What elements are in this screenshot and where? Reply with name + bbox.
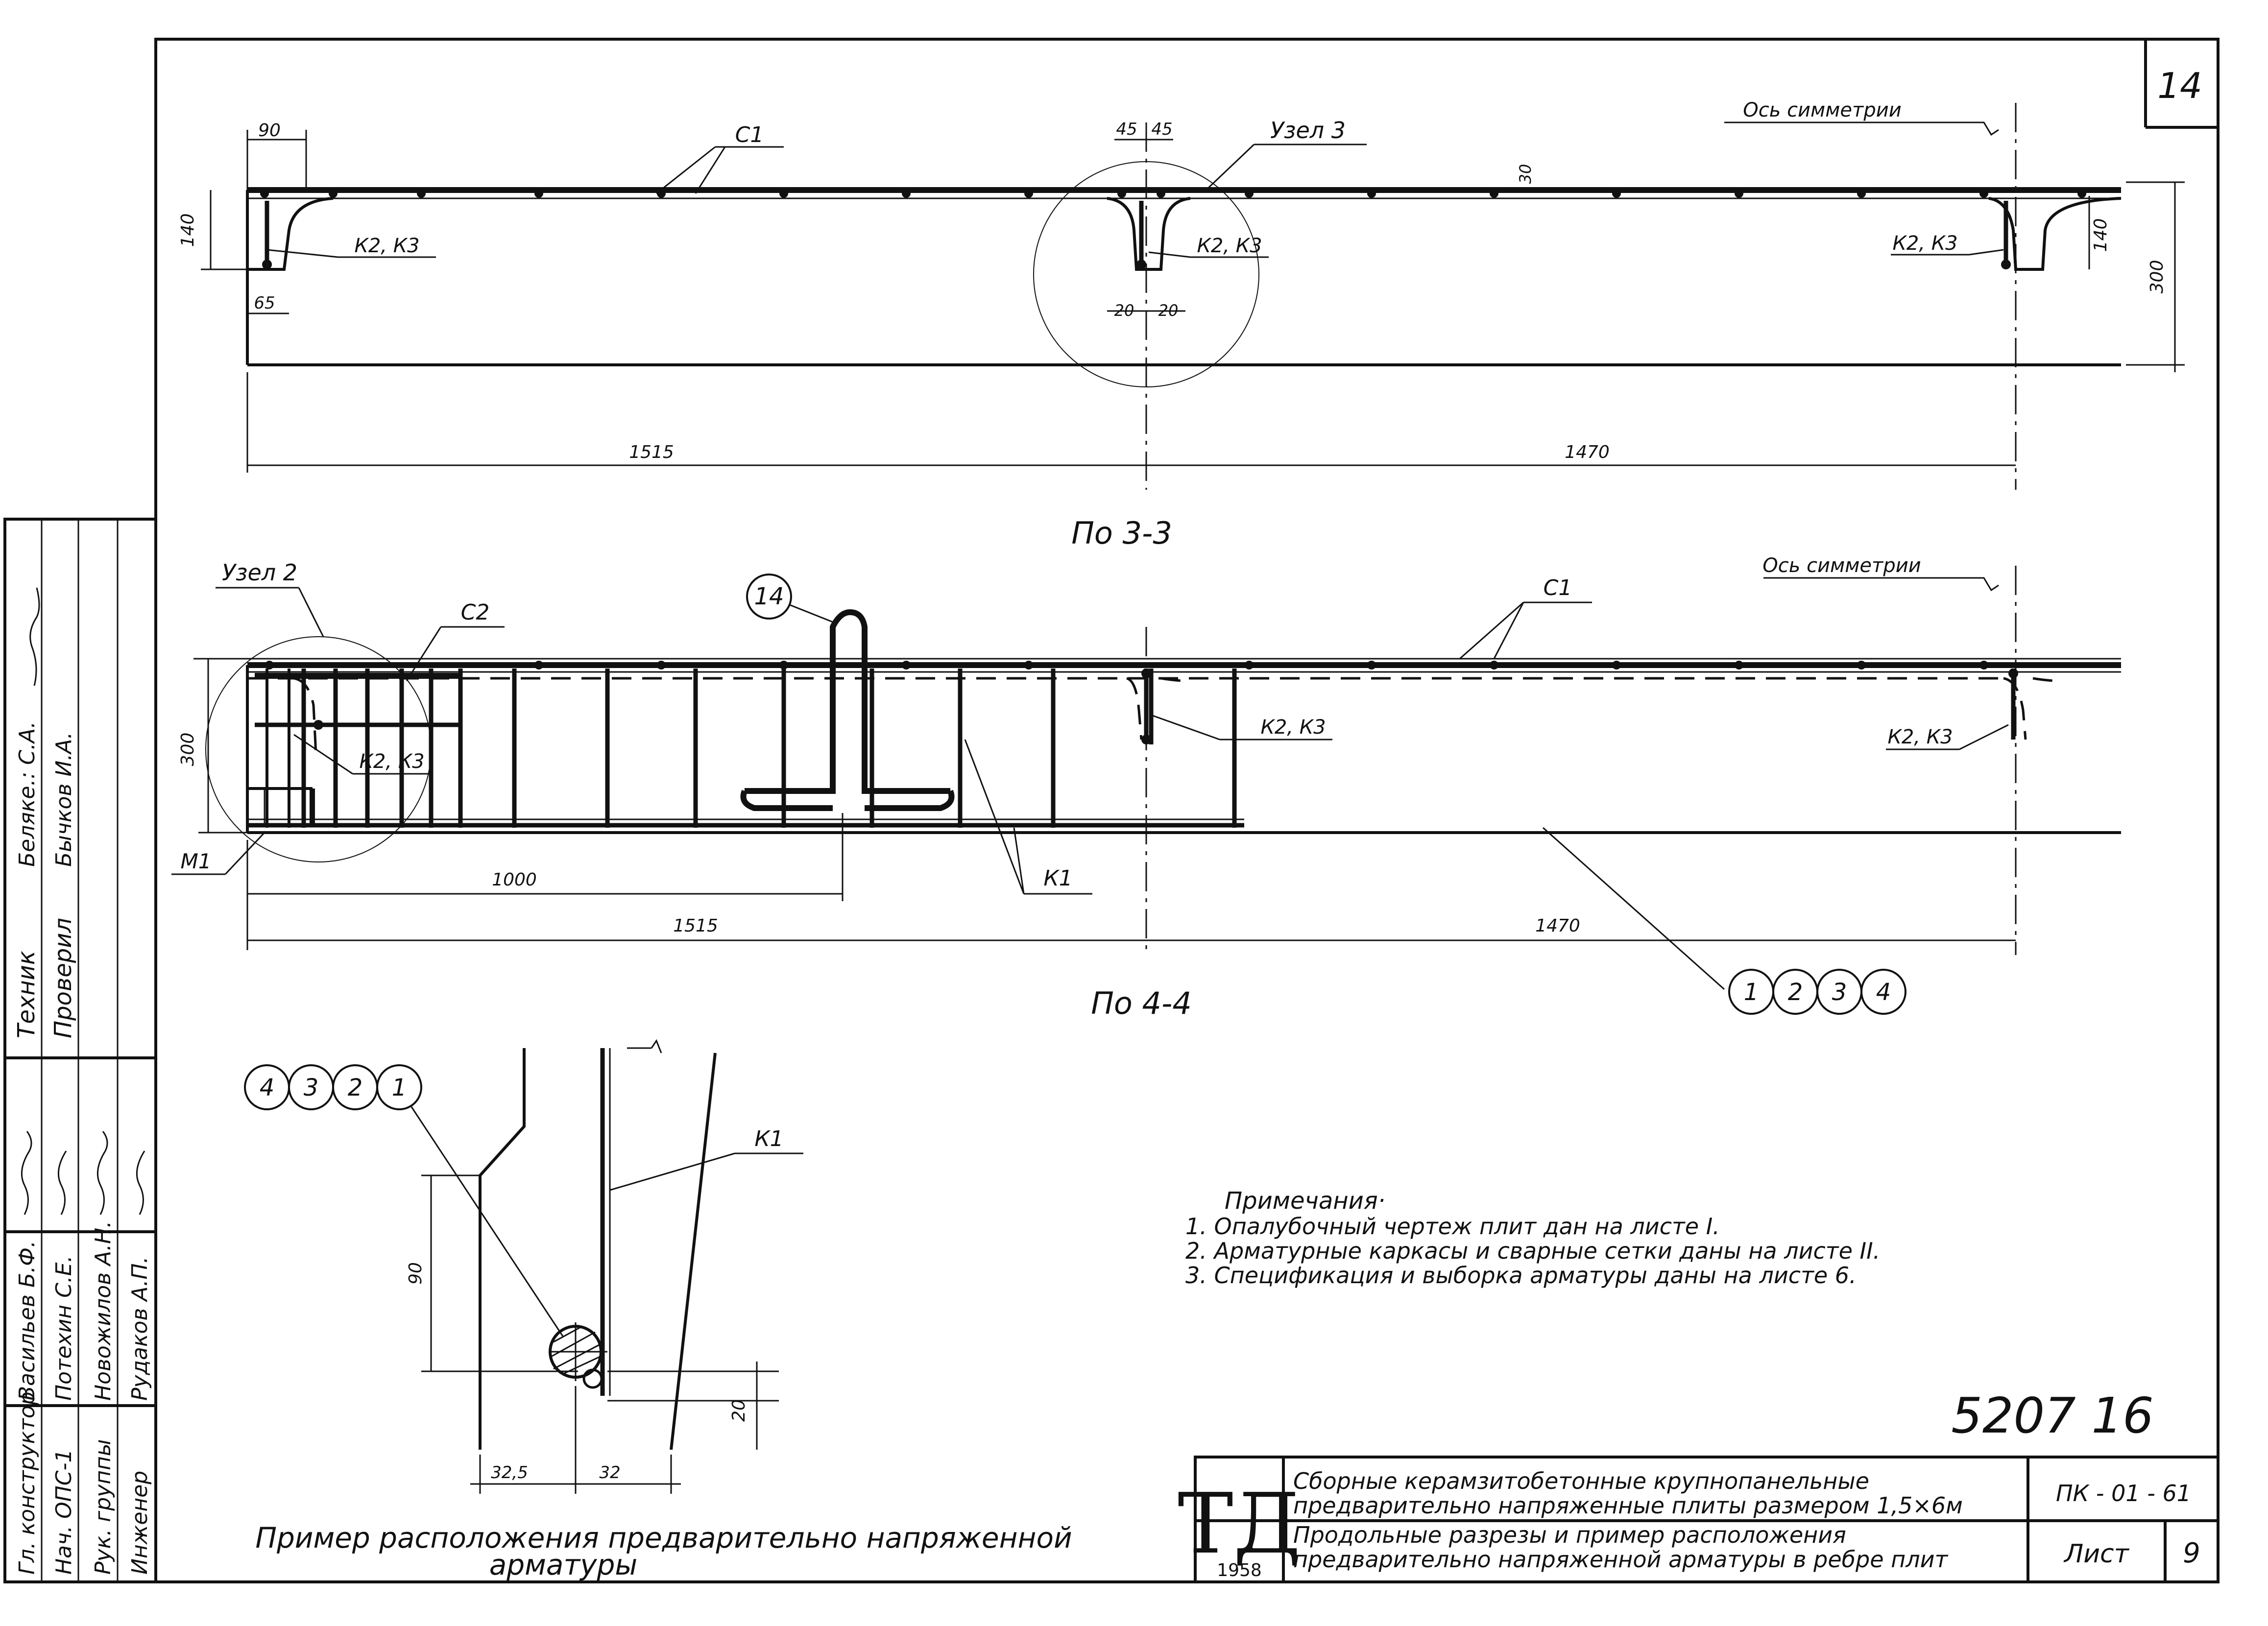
stamp-name-1: Беляке.: С.А. bbox=[15, 721, 40, 867]
stamp-role-4: Нач. ОПС-1 bbox=[51, 1449, 76, 1575]
stamp-role-2: Проверил bbox=[49, 918, 77, 1038]
label-pos-14: 14 bbox=[754, 583, 784, 610]
section-title-4-4: По 4-4 bbox=[1091, 985, 1192, 1021]
label-k2k3-mid-mid: К2, К3 bbox=[1260, 716, 1326, 739]
dim-30: 30 bbox=[1516, 164, 1535, 184]
dim-140-right: 140 bbox=[2091, 218, 2111, 252]
section-title-3-3: По 3-3 bbox=[1071, 515, 1172, 551]
dim-32-5: 32,5 bbox=[491, 1463, 528, 1483]
position-circles-detail: 4 3 2 1 bbox=[244, 1064, 422, 1110]
dim-1000: 1000 bbox=[492, 870, 537, 890]
title-logo: ТД bbox=[1178, 1476, 1301, 1573]
dim-45-b: 45 bbox=[1151, 120, 1172, 139]
label-m1: М1 bbox=[181, 849, 212, 873]
label-k2k3-top-mid: К2, К3 bbox=[1197, 235, 1262, 257]
title-line-1a: Сборные керамзитобетонные крупнопанельны… bbox=[1293, 1468, 1869, 1494]
dim-1515-mid: 1515 bbox=[673, 916, 718, 936]
dim-1470-mid: 1470 bbox=[1535, 916, 1580, 936]
label-k2k3-mid-left: К2, К3 bbox=[359, 750, 424, 773]
label-uzel-3: Узел 3 bbox=[1270, 117, 1346, 143]
label-axis-symmetry-top: Ось симметрии bbox=[1743, 99, 1901, 121]
stamp-role-3: Гл. конструктор bbox=[15, 1391, 40, 1575]
dim-90-detail: 90 bbox=[406, 1262, 426, 1285]
pos-circle-detail-2: 2 bbox=[348, 1074, 363, 1101]
stamp-role-1: Техник bbox=[13, 951, 40, 1038]
pos-circle-mid-2: 2 bbox=[1788, 979, 1803, 1006]
label-c1-mid: С1 bbox=[1544, 575, 1572, 600]
dim-140-left: 140 bbox=[178, 214, 198, 247]
title-sheet-label: Лист bbox=[2063, 1539, 2129, 1569]
notes-heading: Примечания· bbox=[1225, 1187, 1385, 1215]
dim-300: 300 bbox=[2147, 260, 2167, 294]
dim-20-a: 20 bbox=[1114, 301, 1134, 320]
stamp-name-3: Васильев Б.Ф. bbox=[15, 1241, 40, 1401]
label-axis-symmetry-mid: Ось симметрии bbox=[1762, 554, 1921, 577]
stamp-role-5: Рук. группы bbox=[91, 1439, 116, 1575]
label-c2: С2 bbox=[461, 600, 490, 625]
dim-32: 32 bbox=[599, 1463, 620, 1483]
title-line-2a: Продольные разрезы и пример расположения bbox=[1293, 1522, 1846, 1548]
stamp-name-4: Потехин С.Е. bbox=[51, 1255, 76, 1401]
label-c1-top: C1 bbox=[735, 122, 764, 147]
pos-circle-detail-4: 4 bbox=[260, 1074, 275, 1101]
stamp-name-5: Новожилов А.Н. bbox=[91, 1221, 116, 1401]
pos-circle-detail-3: 3 bbox=[304, 1074, 319, 1101]
dim-20-detail: 20 bbox=[729, 1399, 749, 1422]
dim-1470: 1470 bbox=[1565, 442, 1610, 462]
label-k1-mid: К1 bbox=[1043, 866, 1072, 891]
notes: Примечания· 1. Опалубочный чертеж плит д… bbox=[1185, 1187, 1880, 1289]
detail-caption-line-1: Пример расположения предварительно напря… bbox=[255, 1521, 1072, 1554]
stamp-name-2: Бычков И.А. bbox=[51, 732, 76, 867]
label-uzel-2: Узел 2 bbox=[222, 559, 297, 586]
top-section: 90 45 45 140 65 30 20 20 140 300 1515 14… bbox=[178, 99, 2185, 551]
stamp-role-6: Инженер bbox=[127, 1471, 152, 1575]
middle-section: 14 300 1000 1515 1470 Узел 2 bbox=[171, 554, 2121, 1021]
detail-caption-line-2: арматуры bbox=[489, 1548, 637, 1581]
title-line-1b: предварительно напряженные плиты размеро… bbox=[1293, 1492, 1963, 1519]
title-code: ПК - 01 - 61 bbox=[2056, 1480, 2191, 1506]
archive-number: 5207 16 bbox=[1951, 1387, 2154, 1444]
dim-45-a: 45 bbox=[1116, 120, 1137, 139]
title-year: 1958 bbox=[1217, 1560, 1262, 1580]
title-line-2b: предварительно напряженной арматуры в ре… bbox=[1293, 1546, 1949, 1573]
pos-circle-mid-4: 4 bbox=[1876, 979, 1891, 1006]
title-sheet-value: 9 bbox=[2183, 1537, 2200, 1569]
note-1: 1. Опалубочный чертеж плит дан на листе … bbox=[1185, 1213, 1720, 1240]
dim-20-b: 20 bbox=[1158, 301, 1179, 320]
sheet-number: 14 bbox=[2157, 65, 2202, 106]
title-block: ТД 1958 Сборные керамзитобетонные крупно… bbox=[1178, 1456, 2220, 1583]
note-3: 3. Спецификация и выборка арматуры даны … bbox=[1185, 1262, 1857, 1289]
dim-90: 90 bbox=[258, 120, 281, 141]
position-circles-mid: 1 2 3 4 bbox=[1728, 969, 1906, 1015]
label-k1-detail: К1 bbox=[754, 1126, 783, 1151]
label-k2k3-top-right: К2, К3 bbox=[1892, 232, 1957, 255]
label-k2k3-top-left: К2, К3 bbox=[354, 235, 419, 257]
sheet-frame: 14 bbox=[154, 38, 2220, 1583]
stamp-name-6: Рудаков А.П. bbox=[127, 1256, 152, 1401]
dim-65: 65 bbox=[254, 293, 275, 313]
dim-300-mid: 300 bbox=[178, 733, 198, 766]
side-stamp: Техник Беляке.: С.А. Проверил Бычков И.А… bbox=[3, 518, 157, 1583]
pos-circle-detail-1: 1 bbox=[392, 1074, 407, 1101]
detail-section: 4 3 2 1 К1 90 20 32,5 32 Пример располож… bbox=[244, 1039, 1072, 1581]
dim-1515: 1515 bbox=[629, 442, 674, 462]
label-k2k3-mid-right: К2, К3 bbox=[1887, 726, 1953, 748]
pos-circle-mid-1: 1 bbox=[1744, 979, 1759, 1006]
note-2: 2. Арматурные каркасы и сварные сетки да… bbox=[1185, 1238, 1880, 1264]
pos-circle-mid-3: 3 bbox=[1832, 979, 1847, 1006]
